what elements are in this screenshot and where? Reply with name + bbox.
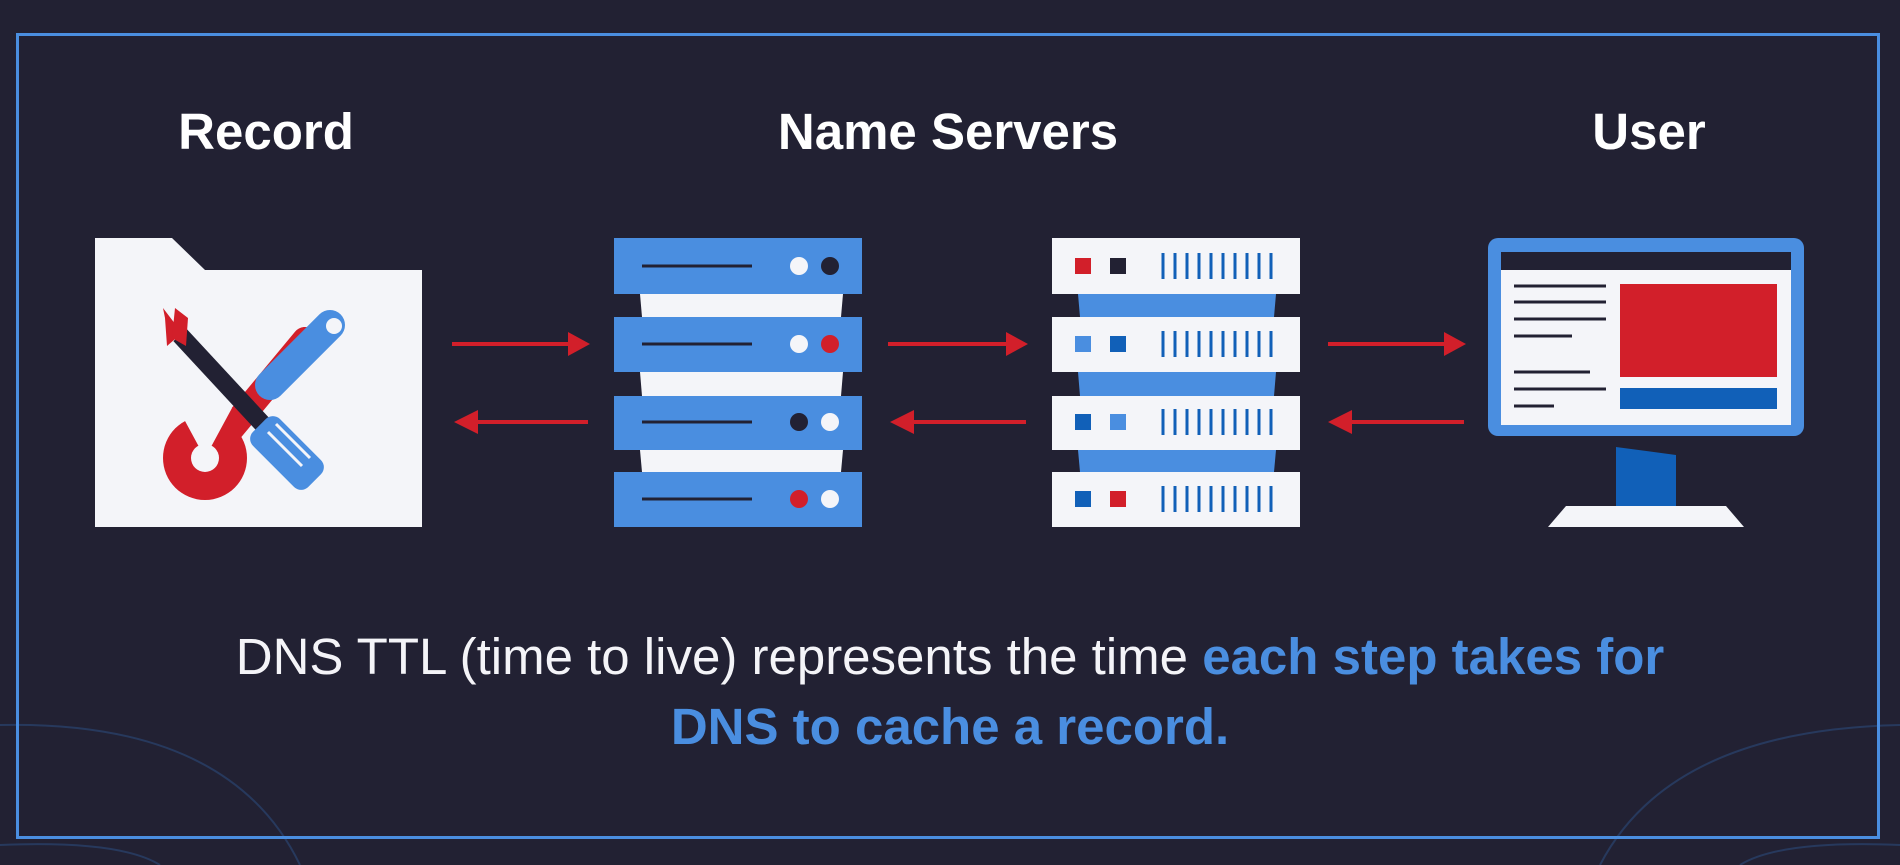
arrow-left-icon	[1328, 410, 1464, 434]
tool-handle-icon	[255, 310, 345, 400]
heading-name-servers: Name Servers	[777, 103, 1119, 160]
heading-user: User	[1592, 103, 1706, 160]
diagram-frame	[16, 33, 1880, 839]
heading-record: Record	[178, 103, 354, 160]
screwdriver-icon	[163, 308, 324, 490]
arrow-right-icon	[452, 332, 590, 356]
arrow-right-icon	[1328, 332, 1466, 356]
server-stack-icon	[1052, 238, 1300, 527]
server-stack-icon	[614, 238, 862, 527]
arrow-left-icon	[454, 410, 588, 434]
desktop-monitor-icon	[1488, 238, 1804, 527]
caption-highlight: each step takes for DNS to cache a recor…	[670, 628, 1665, 755]
arrow-left-icon	[890, 410, 1026, 434]
caption: DNS TTL (time to live) represents the ti…	[200, 622, 1700, 762]
caption-plain: DNS TTL (time to live) represents the ti…	[235, 628, 1203, 685]
arrow-right-icon	[888, 332, 1028, 356]
folder-with-tools-icon	[95, 238, 422, 527]
